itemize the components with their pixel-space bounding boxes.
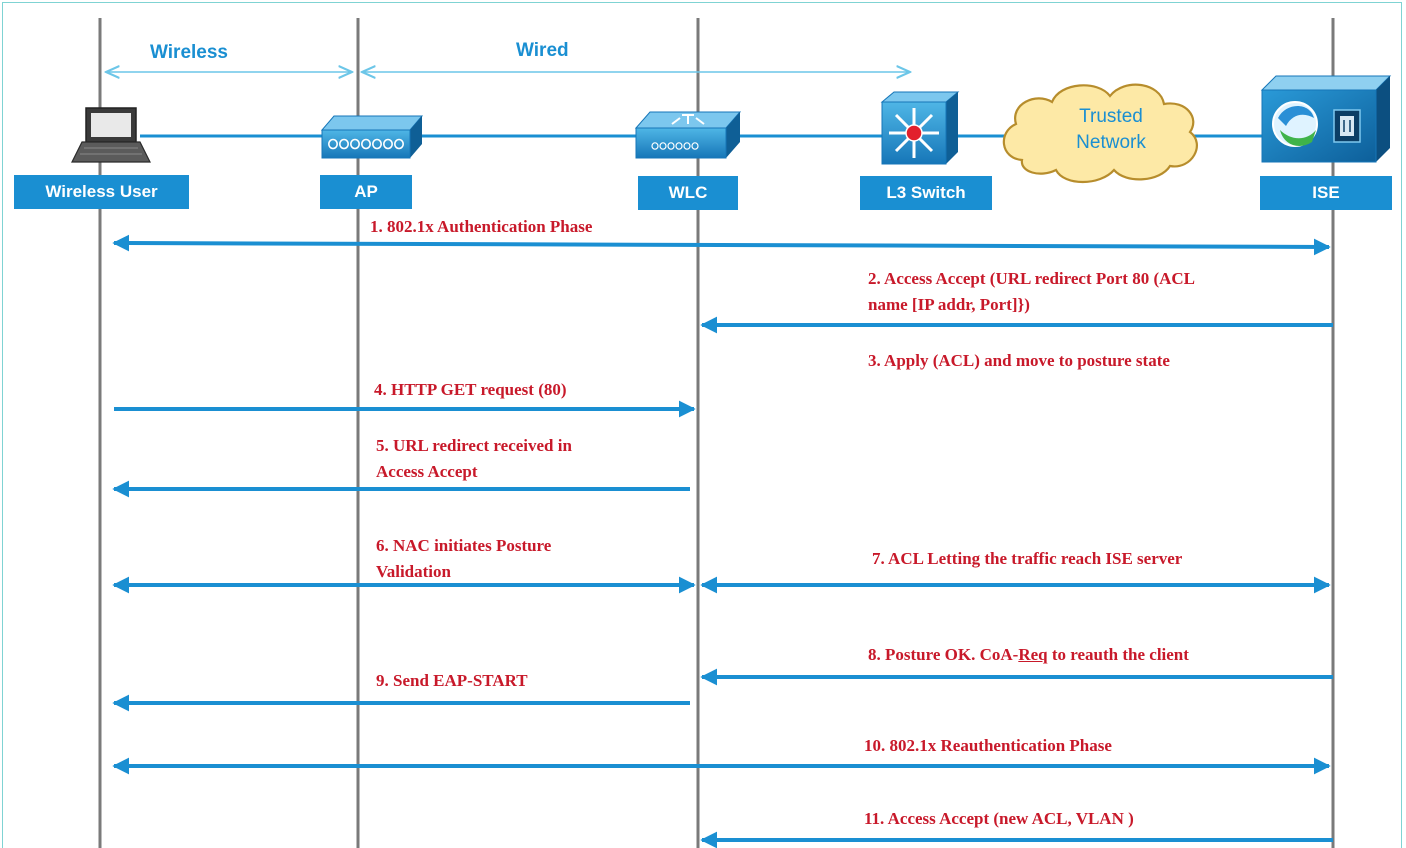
message-7: 7. ACL Letting the traffic reach ISE ser…: [872, 549, 1183, 568]
message-5: 5. URL redirect received in Access Accep…: [376, 433, 572, 485]
device-label-ap: AP: [320, 175, 412, 209]
cloud-label-line-1: Trusted: [1079, 106, 1143, 127]
message-6-line-2: Validation: [376, 562, 451, 581]
message-8-part-3: to reauth the client: [1047, 645, 1189, 664]
message-3: 3. Apply (ACL) and move to posture state: [868, 351, 1170, 370]
device-label-wlc: WLC: [638, 176, 738, 210]
l3-switch-icon: [880, 91, 960, 165]
access-point-icon: [320, 115, 424, 159]
arrow-1-auth-phase: [112, 234, 1331, 256]
device-label-ise: ISE: [1260, 176, 1392, 210]
message-4: 4. HTTP GET request (80): [374, 380, 567, 399]
segment-label-wired: Wired: [516, 40, 569, 61]
wlc-icon: [634, 111, 742, 159]
message-8: 8. Posture OK. CoA-Req to reauth the cli…: [868, 642, 1189, 668]
message-11: 11. Access Accept (new ACL, VLAN ): [864, 809, 1134, 828]
segment-label-wireless: Wireless: [150, 42, 228, 63]
message-6-line-1: 6. NAC initiates Posture: [376, 536, 552, 555]
message-2-line-2: name [IP addr, Port]}): [868, 295, 1030, 314]
cloud-label-line-2: Network: [1076, 132, 1146, 153]
message-6: 6. NAC initiates Posture Validation: [376, 533, 551, 585]
message-1: 1. 802.1x Authentication Phase: [370, 217, 593, 236]
message-8-part-1: 8. Posture OK. CoA-: [868, 645, 1019, 664]
laptop-icon: [71, 107, 151, 163]
trusted-network-cloud: [1002, 83, 1198, 183]
ise-server-icon: [1260, 75, 1392, 163]
message-5-line-1: 5. URL redirect received in: [376, 436, 572, 455]
message-10: 10. 802.1x Reauthentication Phase: [864, 736, 1112, 755]
message-2: 2. Access Accept (URL redirect Port 80 (…: [868, 266, 1195, 318]
cloud-label: Trusted Network: [1052, 104, 1170, 156]
message-9: 9. Send EAP-START: [376, 671, 528, 690]
device-label-l3-switch: L3 Switch: [860, 176, 992, 210]
message-2-line-1: 2. Access Accept (URL redirect Port 80 (…: [868, 269, 1196, 288]
message-5-line-2: Access Accept: [376, 462, 478, 481]
message-8-part-2: Req: [1018, 645, 1048, 664]
device-label-wireless-user: Wireless User: [14, 175, 189, 209]
